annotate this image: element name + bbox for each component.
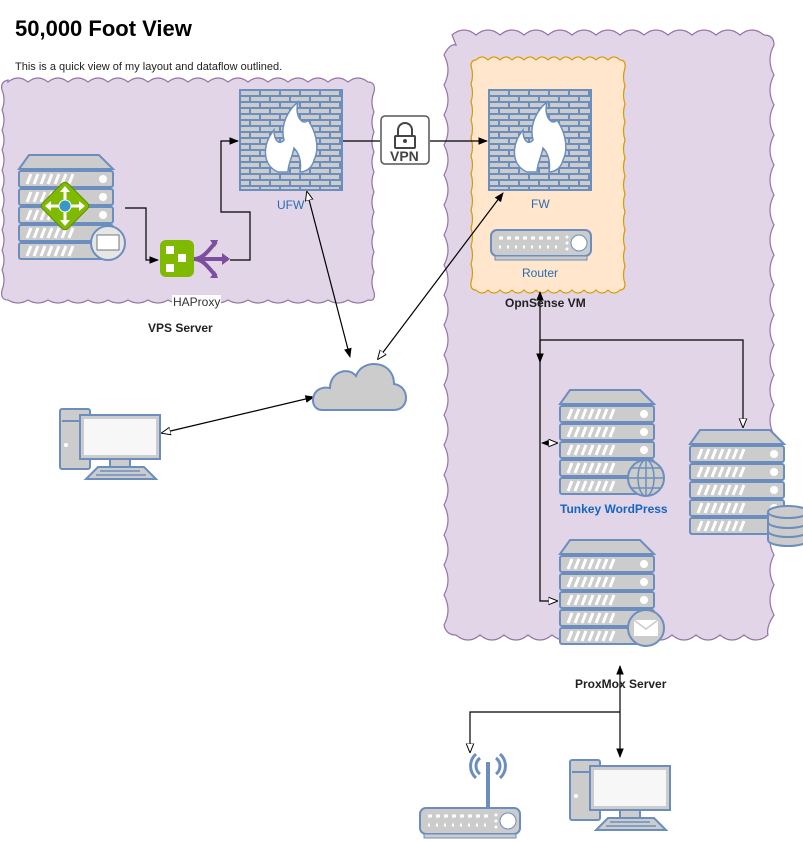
edge-fw-cloud — [378, 193, 503, 359]
edge-ufw-cloud — [307, 192, 350, 357]
opnsense-vm-label: OpnSense VM — [505, 296, 586, 310]
mail-server-icon[interactable] — [560, 540, 665, 647]
router-icon[interactable] — [489, 228, 593, 262]
window-badge-icon — [90, 225, 126, 261]
edge-pc-cloud — [162, 397, 314, 433]
haproxy-label: HAProxy — [172, 295, 222, 309]
edge-haproxy-to-ufw — [220, 137, 251, 261]
database-cylinder-icon — [767, 505, 803, 547]
edge-trunk-db — [540, 339, 743, 427]
globe-icon — [627, 459, 665, 497]
wordpress-web-server-icon[interactable] — [560, 390, 665, 497]
haproxy-load-balancer-icon[interactable] — [160, 240, 230, 278]
vps-host-server-icon[interactable] — [19, 155, 126, 261]
page-title: 50,000 Foot View — [15, 16, 192, 41]
wordpress-label: Tunkey WordPress — [560, 502, 668, 516]
router-label: Router — [522, 266, 559, 280]
gateway-diamond-icon — [40, 181, 90, 231]
vpn-label: VPN — [390, 148, 419, 164]
proxmox-server-label: ProxMox Server — [575, 677, 667, 691]
envelope-icon — [627, 609, 665, 647]
remote-desktop-computer-icon[interactable] — [59, 408, 161, 480]
edge-vps-to-haproxy — [125, 207, 159, 264]
vps-server-label: VPS Server — [148, 321, 213, 335]
ufw-firewall-icon[interactable] — [239, 89, 343, 191]
database-server-icon[interactable] — [690, 430, 803, 547]
fw-firewall-icon[interactable] — [488, 89, 592, 191]
edge-to-wifi — [470, 711, 620, 752]
page-subtitle: This is a quick view of my layout and da… — [15, 61, 283, 73]
connectors — [125, 137, 743, 758]
internet-cloud-icon[interactable] — [312, 363, 407, 411]
wireless-router-icon[interactable] — [418, 752, 522, 840]
vpn-lock-icon[interactable] — [380, 115, 430, 165]
edge-trunk-down — [539, 340, 557, 601]
fw-label: FW — [531, 197, 550, 211]
ufw-label: UFW — [277, 198, 305, 212]
local-desktop-computer-icon[interactable] — [569, 759, 671, 831]
